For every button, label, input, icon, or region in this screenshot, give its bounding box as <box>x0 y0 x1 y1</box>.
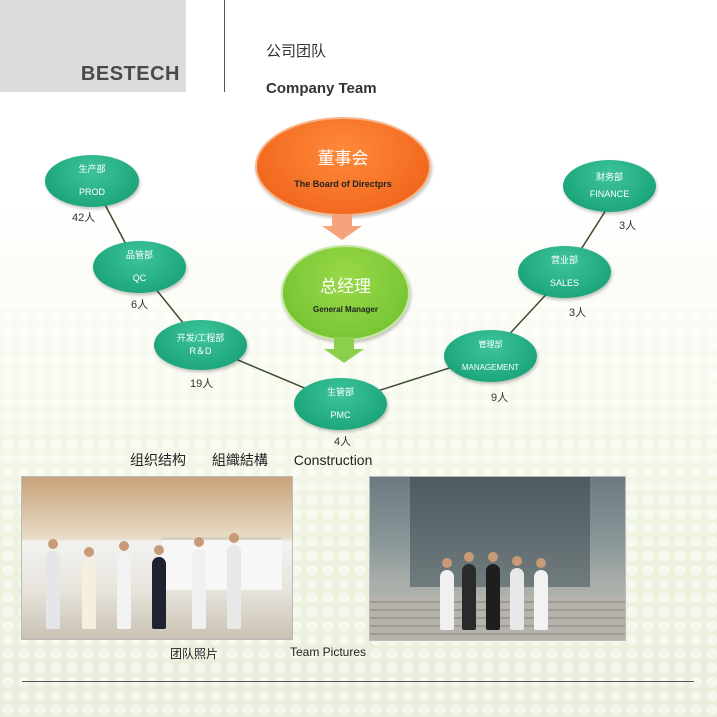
finance-label-en: FINANCE <box>589 189 630 199</box>
prod-label-en: PROD <box>78 187 105 197</box>
prod-label-cn: 生产部 <box>78 164 106 174</box>
board-label-en: The Board of Directprs <box>294 179 392 189</box>
rd-label-cn: 开发/工程部 <box>176 333 225 343</box>
sales-label-en: SALES <box>549 278 580 288</box>
pmc-node: 生管部 PMC <box>294 378 387 430</box>
rd-node: 开发/工程部 R＆D <box>154 320 247 370</box>
mgmt-label-cn: 管理部 <box>478 340 503 349</box>
gm-label-cn: 总经理 <box>320 277 371 296</box>
photo-caption-en: Team Pictures <box>290 645 367 659</box>
gm-label-en: General Manager <box>313 305 378 314</box>
construction-caption: 组织结构 組織結構 Construction <box>130 450 388 470</box>
brand-logo: BESTECH <box>80 63 180 85</box>
arrow-down-icon <box>322 214 362 240</box>
header-divider <box>224 0 225 92</box>
construction-cn-simplified: 组织结构 <box>130 452 186 468</box>
pmc-count: 4人 <box>334 436 352 448</box>
qc-count: 6人 <box>131 299 149 311</box>
page-title-en: Company Team <box>266 80 377 97</box>
photo-caption-cn: 团队照片 <box>170 647 219 661</box>
sales-count: 3人 <box>569 307 587 319</box>
pmc-label-en: PMC <box>330 410 351 420</box>
finance-node: 财务部 FINANCE <box>563 160 656 212</box>
sales-label-cn: 营业部 <box>550 255 578 265</box>
mgmt-label-en: MANAGEMENT <box>461 363 520 372</box>
footer-divider <box>22 681 694 682</box>
team-photo-entrance <box>369 476 626 641</box>
rd-count: 19人 <box>190 378 214 390</box>
arrow-down-icon <box>324 337 364 363</box>
prod-count: 42人 <box>72 212 96 224</box>
page-title-cn: 公司团队 <box>266 43 327 60</box>
qc-node: 品管部 QC <box>93 241 186 293</box>
finance-label-cn: 财务部 <box>595 172 623 182</box>
board-label-cn: 董事会 <box>317 149 369 168</box>
gm-node: 总经理 General Manager <box>281 245 410 341</box>
pmc-label-cn: 生管部 <box>326 387 354 397</box>
mgmt-count: 9人 <box>491 392 509 404</box>
mgmt-node: 管理部 MANAGEMENT <box>444 330 537 382</box>
qc-label-en: QC <box>132 273 147 283</box>
prod-node: 生产部 PROD <box>45 155 139 207</box>
team-photo-office <box>21 476 293 640</box>
qc-label-cn: 品管部 <box>125 250 153 260</box>
construction-en: Construction <box>293 452 373 468</box>
board-node: 董事会 The Board of Directprs <box>255 117 431 216</box>
rd-label-en: R＆D <box>189 346 212 356</box>
finance-count: 3人 <box>619 220 637 232</box>
construction-cn-traditional: 組織結構 <box>211 452 268 468</box>
sales-node: 营业部 SALES <box>518 246 611 298</box>
brand-box: BESTECH <box>0 0 186 92</box>
